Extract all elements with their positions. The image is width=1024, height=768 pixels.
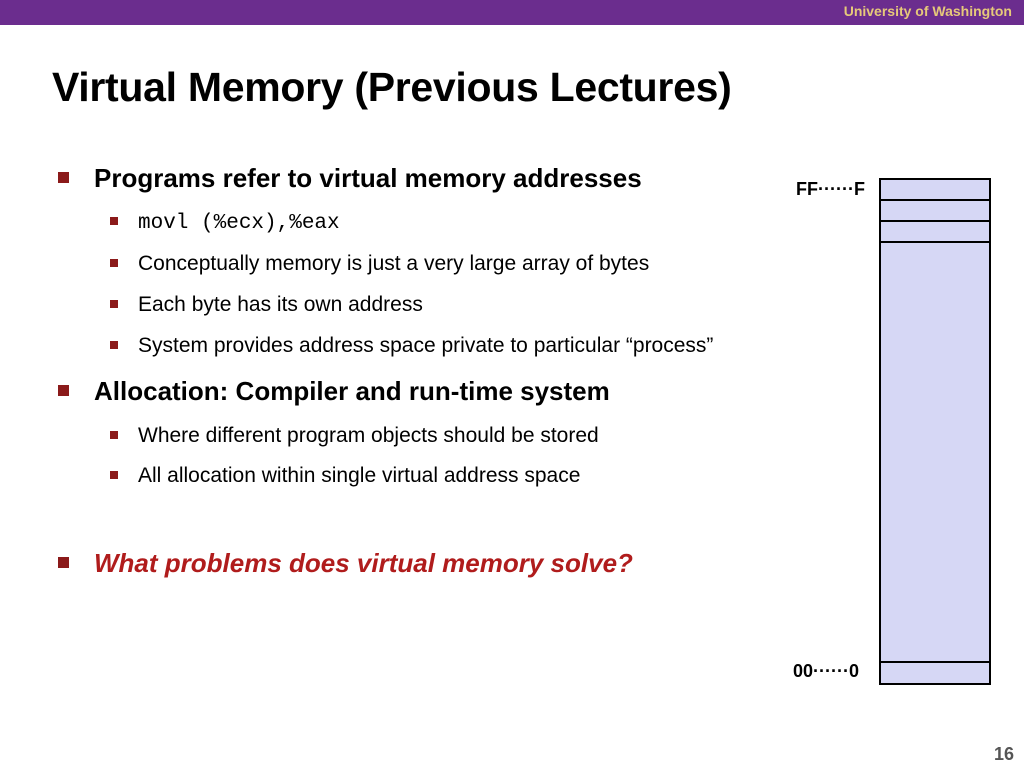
slide-title: Virtual Memory (Previous Lectures) — [52, 64, 732, 110]
code-snippet: movl (%ecx),%eax — [138, 212, 340, 235]
memory-cell-divider — [881, 199, 989, 201]
memory-cell-divider — [881, 220, 989, 222]
bullet-marker-icon — [58, 385, 69, 396]
bullet-level2: Each byte has its own address — [110, 293, 423, 317]
bullet-level1-question: What problems does virtual memory solve? — [58, 548, 633, 579]
institution-name: University of Washington — [843, 3, 1012, 19]
page-number: 16 — [993, 744, 1014, 764]
memory-cell-divider — [881, 661, 989, 663]
bottom-address-label: 00······0 — [793, 661, 859, 681]
bullet-marker-icon — [110, 300, 118, 308]
bullet-marker-icon — [110, 431, 118, 439]
bullet-level2: All allocation within single virtual add… — [110, 464, 581, 488]
bullet-text: Each byte has its own address — [138, 293, 423, 316]
bullet-marker-icon — [58, 172, 69, 183]
bullet-marker-icon — [110, 259, 118, 267]
bullet-text: System provides address space private to… — [138, 334, 714, 357]
bullet-level2: movl (%ecx),%eax — [110, 210, 340, 235]
bullet-marker-icon — [110, 217, 118, 225]
bullet-text: Where different program objects should b… — [138, 424, 599, 447]
memory-array-diagram — [879, 178, 991, 685]
bullet-marker-icon — [110, 471, 118, 479]
bullet-level1: Programs refer to virtual memory address… — [58, 163, 642, 194]
bullet-marker-icon — [110, 341, 118, 349]
bullet-text: Allocation: Compiler and run-time system — [94, 376, 610, 406]
memory-cell-divider — [881, 241, 989, 243]
top-address-label: FF······F — [796, 179, 865, 199]
bullet-text: Conceptually memory is just a very large… — [138, 252, 650, 275]
bullet-marker-icon — [58, 557, 69, 568]
bullet-level2: Conceptually memory is just a very large… — [110, 252, 650, 276]
bullet-text: Programs refer to virtual memory address… — [94, 163, 642, 193]
question-text: What problems does virtual memory solve? — [94, 548, 633, 578]
bullet-text: All allocation within single virtual add… — [138, 464, 581, 487]
bullet-level2: System provides address space private to… — [110, 334, 714, 358]
header-bar: University of Washington — [0, 0, 1024, 25]
bullet-level2: Where different program objects should b… — [110, 424, 599, 448]
bullet-level1: Allocation: Compiler and run-time system — [58, 376, 610, 407]
